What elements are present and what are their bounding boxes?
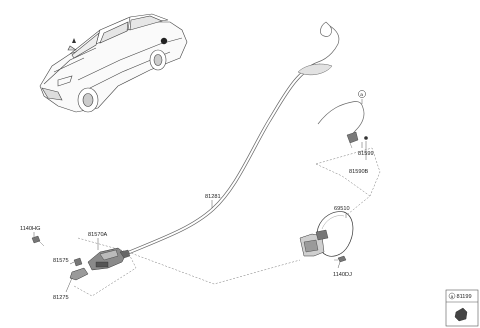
part-label-81275: 81275 <box>53 295 69 301</box>
part-label-1140hg: 1140HG <box>20 226 40 232</box>
part-label-1140dj: 1140DJ <box>333 272 352 278</box>
part-label-81599: 81599 <box>358 151 374 157</box>
fuel-door-actuator <box>346 131 368 149</box>
svg-text:a: a <box>360 93 363 98</box>
part-label-81281: 81281 <box>205 194 221 200</box>
lever-reference-box <box>73 237 137 297</box>
legend-marker: a <box>451 294 454 299</box>
fuel-door-location <box>160 37 168 45</box>
vehicle-illustration <box>39 13 188 113</box>
callout-marker-a: a <box>358 90 366 98</box>
legend-part-label: 81199 <box>457 294 472 300</box>
part-label-81575: 81575 <box>53 258 69 264</box>
fuel-filler-door <box>299 211 354 263</box>
actuator-reference-box <box>315 147 381 215</box>
legend-box: a 81199 <box>445 289 479 327</box>
part-label-69510: 69510 <box>334 206 350 212</box>
release-lever-assembly <box>31 235 131 281</box>
part-label-81590b: 81590B <box>349 169 369 175</box>
legend-part-icon <box>454 307 468 322</box>
actuator-reference-box-2 <box>315 163 371 197</box>
part-label-81570a: 81570A <box>88 232 108 238</box>
lever-to-door-reference <box>127 251 301 285</box>
